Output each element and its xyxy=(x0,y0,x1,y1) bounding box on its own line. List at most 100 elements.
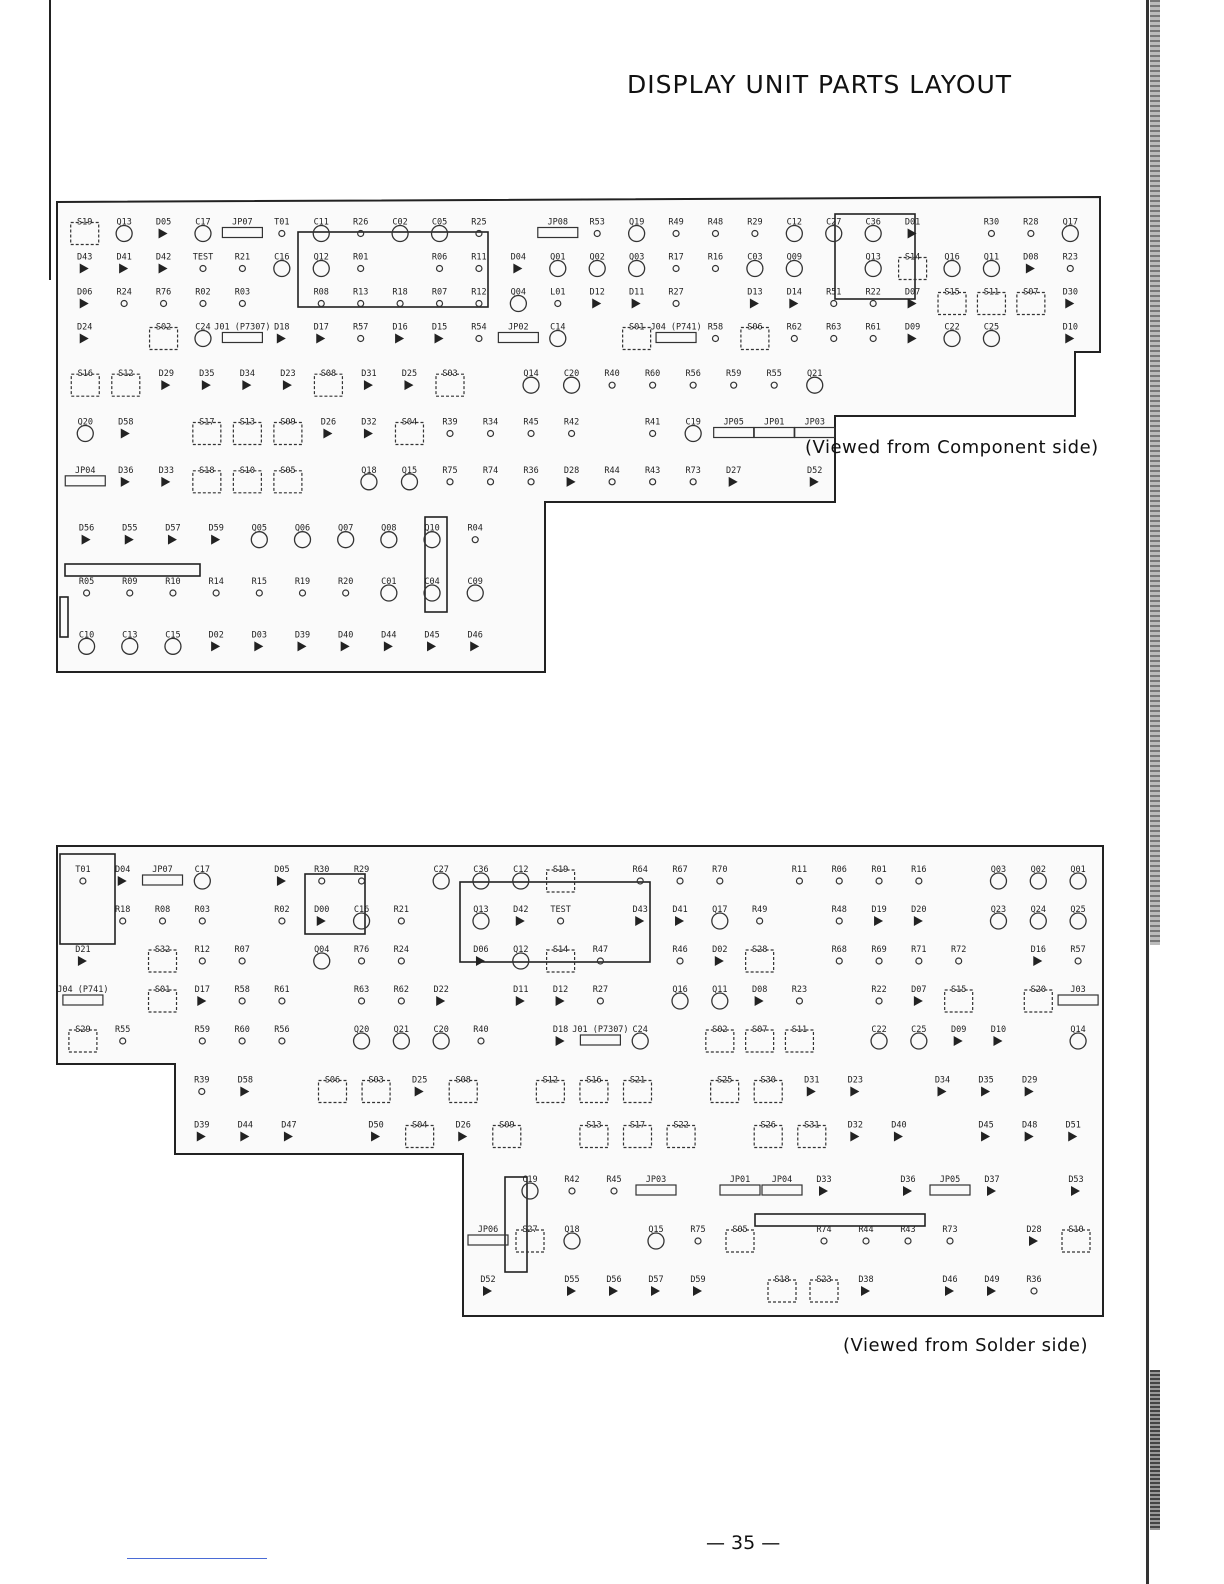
part-label: C03 xyxy=(747,253,762,263)
page-title: DISPLAY UNIT PARTS LAYOUT xyxy=(627,70,1013,99)
diode-symbol xyxy=(987,1286,996,1296)
part-label: R21 xyxy=(235,253,250,263)
part-label: R23 xyxy=(1063,253,1078,263)
part-label: R08 xyxy=(314,288,329,298)
part-label: C24 xyxy=(633,1025,648,1035)
part-label: D36 xyxy=(900,1175,915,1185)
part-label: Q01 xyxy=(1070,865,1085,875)
part-label: R45 xyxy=(606,1175,621,1185)
diode-symbol xyxy=(404,380,414,391)
ic-footprint xyxy=(504,1176,528,1273)
part-label: C24 xyxy=(195,323,210,333)
part-label: C09 xyxy=(468,577,483,587)
part-label: D42 xyxy=(156,253,171,263)
diode-symbol xyxy=(240,1086,250,1097)
diode-symbol xyxy=(981,1086,991,1097)
resistor-pad xyxy=(486,478,495,486)
scan-edge-band-lower xyxy=(1150,1370,1160,1530)
diode-symbol xyxy=(158,228,168,239)
part-label: S13 xyxy=(586,1121,601,1131)
diode-symbol xyxy=(434,333,444,344)
part-label: D02 xyxy=(712,945,727,955)
part-label: S25 xyxy=(717,1076,732,1086)
part-label: R29 xyxy=(354,865,369,875)
part-label: R04 xyxy=(468,524,483,534)
part-label: Q24 xyxy=(1031,905,1046,915)
diode-symbol xyxy=(363,380,373,391)
part-label: TEST xyxy=(193,253,213,263)
part-label: R17 xyxy=(668,253,683,263)
part-label: C22 xyxy=(871,1025,886,1035)
part-label: C04 xyxy=(424,577,439,587)
part-label: R75 xyxy=(690,1225,705,1235)
part-label: D47 xyxy=(281,1121,296,1131)
part-label: R73 xyxy=(685,466,700,476)
resistor-pad xyxy=(159,299,168,308)
diode-symbol xyxy=(1029,1236,1038,1246)
resistor-pad xyxy=(711,264,720,273)
part-label: R64 xyxy=(633,865,648,875)
part-label: D41 xyxy=(116,253,131,263)
part-label: Q21 xyxy=(807,369,822,379)
diode-symbol xyxy=(945,1286,954,1296)
transistor-footprint xyxy=(806,376,824,394)
part-label: R74 xyxy=(816,1225,831,1235)
part-label: R49 xyxy=(668,218,683,228)
capacitor-footprint xyxy=(943,329,961,348)
resistor-pad xyxy=(946,1237,954,1245)
transistor-footprint xyxy=(392,1032,411,1050)
resistor-pad xyxy=(987,229,996,238)
part-label: D57 xyxy=(165,524,180,534)
diode-symbol xyxy=(297,641,307,652)
transformer-t01 xyxy=(834,213,916,300)
part-label: R60 xyxy=(645,369,660,379)
part-label: D22 xyxy=(433,985,448,995)
resistor-pad xyxy=(568,1187,576,1195)
diode-symbol xyxy=(161,476,171,487)
part-label: D58 xyxy=(118,418,133,428)
part-label: R68 xyxy=(832,945,847,955)
resistor-pad xyxy=(756,917,764,925)
resistor-pad xyxy=(397,917,405,925)
diode-symbol xyxy=(806,1086,816,1097)
diode-symbol xyxy=(79,263,89,274)
part-label: D05 xyxy=(156,218,171,228)
part-label: D14 xyxy=(787,288,802,298)
resistor-pad xyxy=(1030,1287,1038,1295)
jumper-footprint xyxy=(719,1184,761,1196)
part-label: S12 xyxy=(118,369,133,379)
transistor-footprint xyxy=(671,992,689,1010)
part-label: S13 xyxy=(240,418,255,428)
part-label: Q03 xyxy=(991,865,1006,875)
part-label: D00 xyxy=(314,905,329,915)
part-label: D50 xyxy=(368,1121,383,1131)
diode-symbol xyxy=(158,263,168,274)
jumper-footprint xyxy=(64,475,106,487)
diode-symbol xyxy=(211,534,221,545)
diode-symbol xyxy=(728,476,738,487)
part-label: S29 xyxy=(75,1025,90,1035)
part-label: D33 xyxy=(159,466,174,476)
transistor-footprint xyxy=(647,1232,665,1250)
part-label: S12 xyxy=(543,1076,558,1086)
part-label: T01 xyxy=(274,218,289,228)
diode-symbol xyxy=(913,916,923,926)
part-label: R58 xyxy=(708,323,723,333)
part-label: J04 (P741) xyxy=(650,323,701,333)
transistor-footprint xyxy=(337,531,355,549)
part-label: Q11 xyxy=(712,985,727,995)
part-label: C22 xyxy=(944,323,959,333)
part-label: S22 xyxy=(673,1121,688,1131)
part-label: R22 xyxy=(871,985,886,995)
part-label: D53 xyxy=(1068,1175,1083,1185)
part-label: R16 xyxy=(708,253,723,263)
part-label: S09 xyxy=(280,418,295,428)
part-label: S27 xyxy=(522,1225,537,1235)
part-label: R42 xyxy=(564,418,579,428)
resistor-pad xyxy=(567,429,576,438)
part-label: S19 xyxy=(77,218,92,228)
resistor-pad xyxy=(689,381,697,389)
part-label: R62 xyxy=(394,985,409,995)
part-label: R11 xyxy=(792,865,807,875)
part-label: D17 xyxy=(195,985,210,995)
